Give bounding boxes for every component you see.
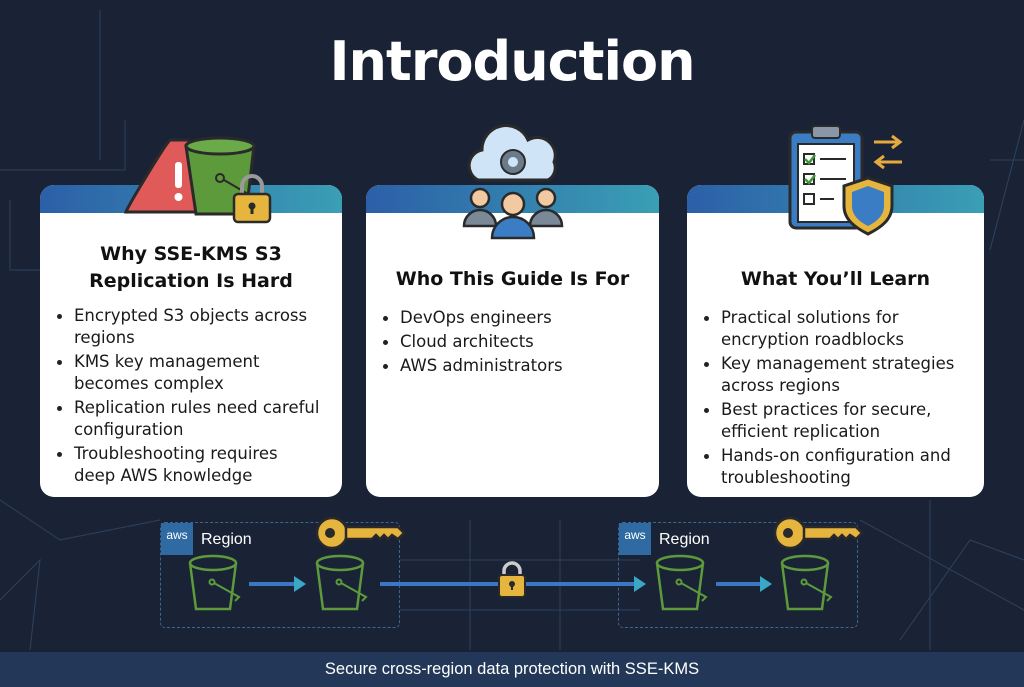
s3-bucket-icon: [780, 554, 833, 611]
page-title: Introduction: [329, 30, 695, 93]
replication-flow-diagram: [188, 516, 864, 611]
s3-bucket-icon: [188, 554, 241, 611]
bullet-item: Cloud architects: [366, 331, 659, 353]
s3-bucket-icon: [655, 554, 708, 611]
arrow-icon: [249, 576, 306, 592]
region-label: Region: [659, 531, 710, 548]
footer-caption: Secure cross-region data protection with…: [0, 652, 1024, 687]
s3-bucket-icon: [315, 554, 368, 611]
aws-logo-badge: aws: [161, 523, 193, 555]
bullet-item: DevOps engineers: [366, 307, 659, 329]
checklist-shield-icon: [788, 125, 903, 236]
bullet-item: AWS administrators: [366, 355, 659, 377]
region-box-destination: aws Region: [618, 522, 858, 628]
arrow-icon: [716, 576, 772, 592]
aws-logo-badge: aws: [619, 523, 651, 555]
card-title: What You’ll Learn: [740, 268, 931, 290]
cloud-gear-team-icon: [462, 124, 564, 240]
kms-key-icon: [773, 516, 864, 550]
card-what-learn: What You’ll Learn Practical solutions fo…: [687, 185, 984, 497]
kms-key-icon: [315, 516, 406, 550]
region-box-source: aws Region: [160, 522, 400, 628]
card-title: Who This Guide Is For: [395, 268, 630, 290]
region-label: Region: [201, 531, 252, 548]
bullet-item: Best practices for secure,efficient repl…: [687, 399, 984, 443]
warning-bucket-lock-icon: [123, 136, 272, 224]
lock-icon: [498, 561, 526, 598]
